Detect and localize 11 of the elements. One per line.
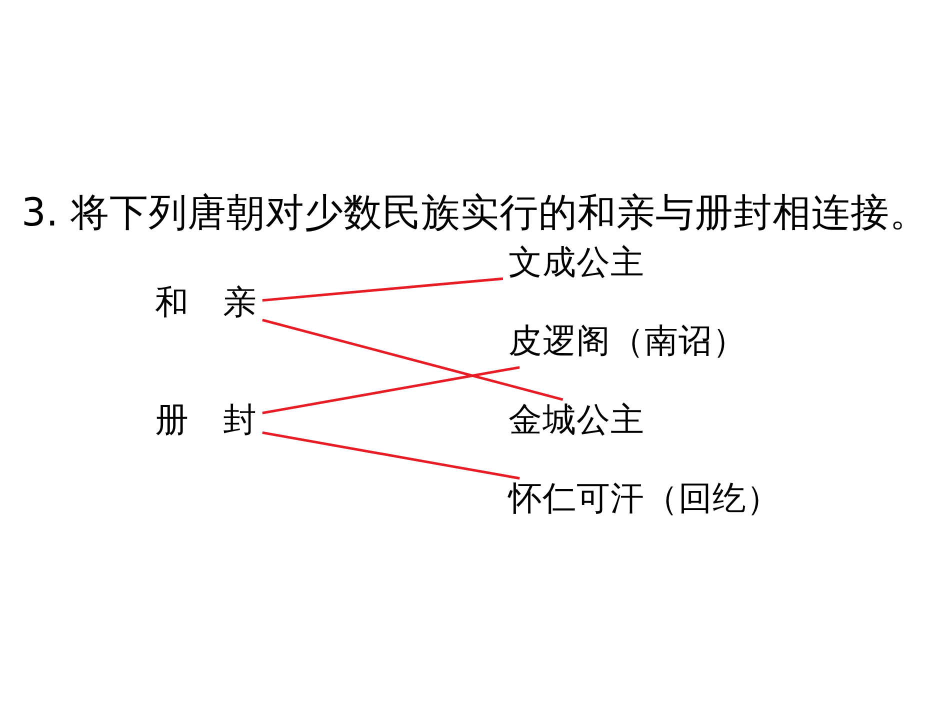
connector — [262, 276, 504, 302]
connector — [262, 430, 520, 480]
node-text: 册 封 — [154, 399, 257, 438]
node-text: 和 亲 — [154, 282, 257, 321]
node-text: 皮逻阁（南诏） — [508, 320, 747, 360]
connector — [262, 318, 564, 400]
connector — [262, 366, 520, 414]
diagram-title: 3. 将下列唐朝对少数民族实行的和亲与册封相连接。 — [21, 190, 929, 235]
node-text: 金城公主 — [508, 399, 645, 438]
node-text: 怀仁可汗（回纥） — [508, 478, 781, 518]
node-text: 文成公主 — [508, 242, 645, 281]
